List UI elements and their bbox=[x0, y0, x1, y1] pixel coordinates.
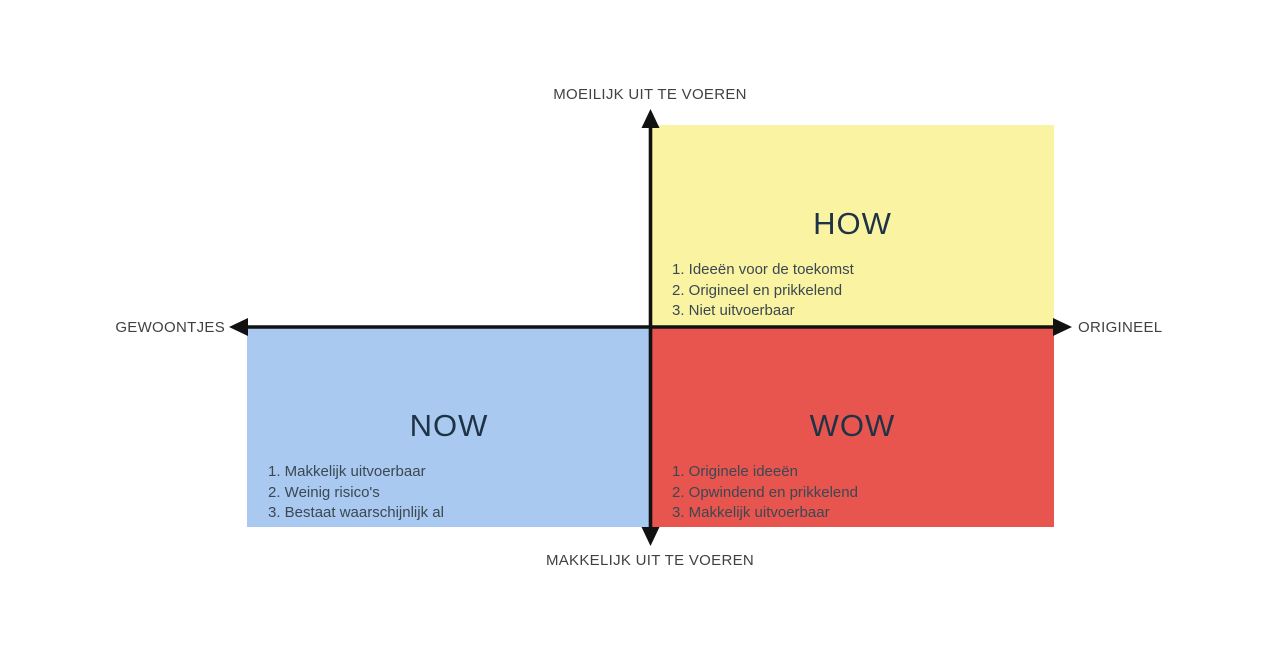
quadrant-how-items: 1. Ideeën voor de toekomst 2. Origineel … bbox=[672, 260, 1046, 322]
quadrant-now-item: 3. Bestaat waarschijnlijk al bbox=[268, 504, 444, 521]
axis-label-right: ORIGINEEL bbox=[1078, 319, 1163, 336]
arrowhead-left-icon bbox=[229, 318, 248, 336]
quadrant-how-title: HOW bbox=[813, 206, 892, 241]
quadrant-now-item: 1. Makkelijk uitvoerbaar bbox=[268, 463, 426, 480]
arrowhead-right-icon bbox=[1053, 318, 1072, 336]
quadrant-wow: WOW 1. Originele ideeën 2. Opwindend en … bbox=[651, 327, 1054, 527]
quadrant-now-items: 1. Makkelijk uitvoerbaar 2. Weinig risic… bbox=[268, 462, 643, 524]
quadrant-wow-items: 1. Originele ideeën 2. Opwindend en prik… bbox=[672, 462, 1046, 524]
axis-label-bottom: MAKKELIJK UIT TE VOEREN bbox=[545, 552, 755, 569]
axis-label-left: GEWOONTJES bbox=[115, 319, 225, 336]
quadrant-now: NOW 1. Makkelijk uitvoerbaar 2. Weinig r… bbox=[247, 327, 651, 527]
quadrant-now-item: 2. Weinig risico's bbox=[268, 483, 380, 501]
quadrant-wow-title: WOW bbox=[809, 408, 896, 443]
quadrant-wow-item: 1. Originele ideeën bbox=[672, 463, 798, 480]
quadrant-how: HOW 1. Ideeën voor de toekomst 2. Origin… bbox=[651, 125, 1054, 327]
quadrant-wow-item: 2. Opwindend en prikkelend bbox=[672, 483, 858, 501]
quadrant-how-item: 1. Ideeën voor de toekomst bbox=[672, 261, 854, 278]
quadrant-how-item: 3. Niet uitvoerbaar bbox=[672, 302, 795, 319]
quadrant-wow-item: 3. Makkelijk uitvoerbaar bbox=[672, 504, 830, 521]
quadrant-how-item: 2. Origineel en prikkelend bbox=[672, 281, 843, 299]
quadrant-now-title: NOW bbox=[409, 408, 489, 443]
axis-label-top: MOEILIJK UIT TE VOEREN bbox=[553, 86, 747, 103]
arrowhead-down-icon bbox=[641, 527, 660, 546]
